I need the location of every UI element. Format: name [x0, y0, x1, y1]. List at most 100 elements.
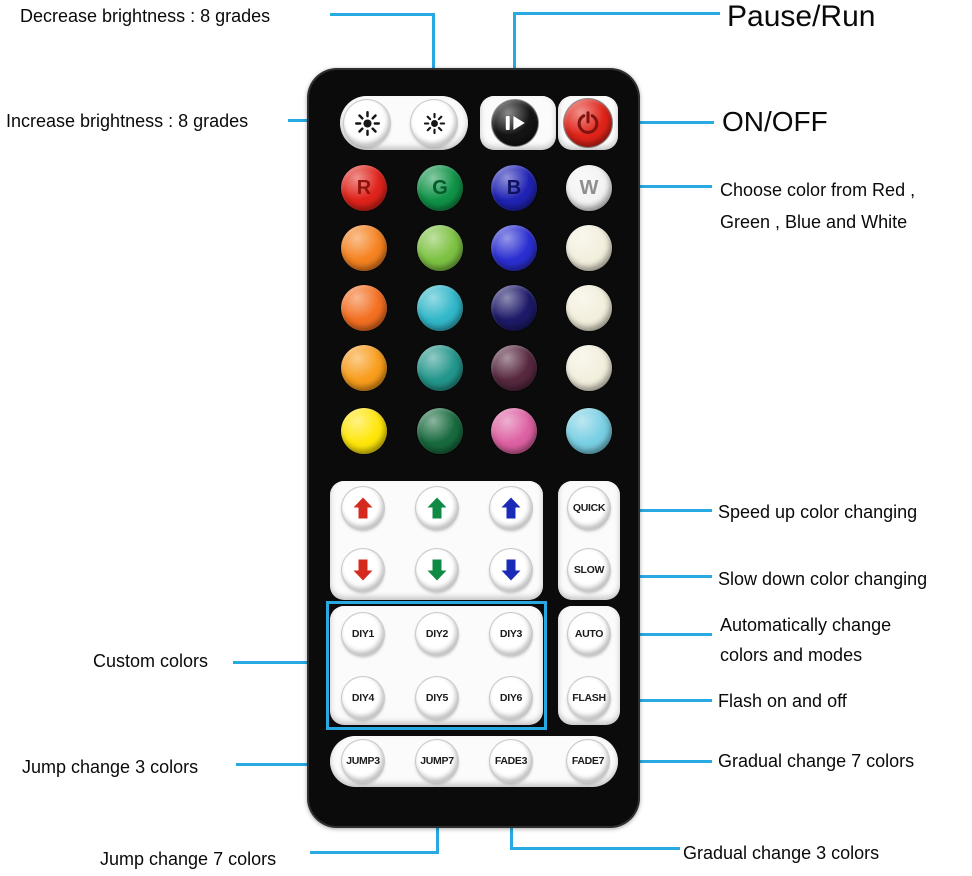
color-button-r4c3[interactable] — [491, 345, 537, 391]
annotation-gradual-7: Gradual change 7 colors — [718, 751, 915, 771]
annotation-choose-color-line1: Choose color from Red , — [720, 180, 916, 200]
leader-line-slow-h — [614, 575, 712, 578]
slow-button[interactable]: SLOW — [568, 549, 610, 591]
mode-panel: AUTO FLASH — [558, 606, 620, 725]
leader-line-fade7-h — [614, 760, 712, 763]
color-button-r4c1[interactable] — [341, 345, 387, 391]
leader-line-jump7-h — [310, 851, 439, 854]
brightness-decrease-button[interactable] — [411, 100, 457, 146]
leader-line-quick-h — [614, 509, 712, 512]
power-icon — [574, 109, 602, 137]
color-button-r3c1[interactable] — [341, 285, 387, 331]
auto-button[interactable]: AUTO — [568, 613, 610, 655]
color-button-r3c3[interactable] — [491, 285, 537, 331]
leader-line-fade3-h — [510, 847, 680, 850]
color-button-r4c2[interactable] — [417, 345, 463, 391]
diy1-button[interactable]: DIY1 — [342, 613, 384, 655]
speed-panel: QUICK SLOW — [558, 481, 620, 600]
color-button-r2c3[interactable] — [491, 225, 537, 271]
color-button-r3c2[interactable] — [417, 285, 463, 331]
slow-button-label: SLOW — [573, 564, 605, 576]
annotation-gradual-3: Gradual change 3 colors — [683, 843, 880, 863]
annotation-flash: Flash on and off — [718, 691, 847, 711]
quick-button-label: QUICK — [572, 502, 606, 514]
green-up-button[interactable] — [416, 487, 458, 529]
color-button-red[interactable]: R — [341, 165, 387, 211]
diy6-button[interactable]: DIY6 — [490, 677, 532, 719]
annotation-decrease-brightness: Decrease brightness : 8 grades — [20, 6, 271, 26]
color-button-r2c1[interactable] — [341, 225, 387, 271]
jump7-button[interactable]: JUMP7 — [416, 740, 458, 782]
brightness-increase-button[interactable] — [344, 100, 390, 146]
color-button-r5c1[interactable] — [341, 408, 387, 454]
color-button-white[interactable]: W — [566, 165, 612, 211]
color-button-blue[interactable]: B — [491, 165, 537, 211]
leader-line-onoff-h — [610, 121, 714, 124]
diy2-button[interactable]: DIY2 — [416, 613, 458, 655]
annotation-auto-line1: Automatically change — [720, 615, 892, 635]
color-button-r3c4[interactable] — [566, 285, 612, 331]
color-button-r2c2[interactable] — [417, 225, 463, 271]
diy-panel: DIY1 DIY2 DIY3 DIY4 DIY5 DIY6 — [330, 606, 543, 725]
annotation-pause-run: Pause/Run — [727, 0, 876, 33]
annotation-speed-up: Speed up color changing — [718, 502, 918, 522]
arrow-up-icon — [425, 495, 449, 521]
diy4-button[interactable]: DIY4 — [342, 677, 384, 719]
pause-panel — [480, 96, 556, 150]
custom-colors-highlight-box — [326, 601, 547, 730]
red-up-button[interactable] — [342, 487, 384, 529]
color-button-r5c3[interactable] — [491, 408, 537, 454]
fade7-button[interactable]: FADE7 — [567, 740, 609, 782]
annotation-choose-color-line2: Green , Blue and White — [720, 212, 908, 232]
leader-line-auto-h — [614, 633, 712, 636]
arrow-up-icon — [351, 495, 375, 521]
blue-down-button[interactable] — [490, 549, 532, 591]
annotation-slow-down: Slow down color changing — [718, 569, 928, 589]
leader-line-flash-h — [614, 699, 712, 702]
arrow-down-icon — [499, 557, 523, 583]
play-pause-icon — [502, 110, 528, 136]
color-button-r2c4[interactable] — [566, 225, 612, 271]
quick-button[interactable]: QUICK — [568, 487, 610, 529]
blue-up-button[interactable] — [490, 487, 532, 529]
color-button-label: W — [579, 177, 599, 199]
annotation-jump-3: Jump change 3 colors — [22, 757, 199, 777]
leader-line-choose-color-h — [613, 185, 712, 188]
diy5-button[interactable]: DIY5 — [416, 677, 458, 719]
leader-line-pause-h — [513, 12, 720, 15]
power-panel — [558, 96, 618, 150]
color-button-r5c2[interactable] — [417, 408, 463, 454]
diy3-button[interactable]: DIY3 — [490, 613, 532, 655]
arrows-panel — [330, 481, 543, 600]
diy2-button-label: DIY2 — [425, 628, 449, 640]
annotation-jump-7: Jump change 7 colors — [100, 849, 277, 869]
sun-bright-icon — [354, 110, 381, 137]
jump3-button[interactable]: JUMP3 — [342, 740, 384, 782]
leader-line-jump3-h — [236, 763, 345, 766]
bottom-panel: JUMP3 JUMP7 FADE3 FADE7 — [330, 736, 618, 787]
color-button-r4c4[interactable] — [566, 345, 612, 391]
red-down-button[interactable] — [342, 549, 384, 591]
annotation-increase-brightness: Increase brightness : 8 grades — [6, 111, 249, 131]
auto-button-label: AUTO — [574, 628, 604, 640]
diy6-button-label: DIY6 — [499, 692, 523, 704]
power-button[interactable] — [564, 99, 612, 147]
pause-run-button[interactable] — [492, 100, 538, 146]
color-button-r5c4[interactable] — [566, 408, 612, 454]
remote-control: R G B W QUICK SLOW — [307, 68, 640, 828]
annotation-on-off: ON/OFF — [722, 106, 828, 137]
diy1-button-label: DIY1 — [351, 628, 375, 640]
color-button-label: R — [356, 177, 372, 199]
arrow-down-icon — [425, 557, 449, 583]
leader-line-pause-v — [513, 12, 516, 112]
fade3-button[interactable]: FADE3 — [490, 740, 532, 782]
color-button-green[interactable]: G — [417, 165, 463, 211]
color-button-label: G — [432, 177, 448, 199]
jump3-button-label: JUMP3 — [346, 755, 380, 767]
flash-button-label: FLASH — [572, 692, 606, 704]
diy4-button-label: DIY4 — [351, 692, 375, 704]
brightness-panel — [340, 96, 468, 150]
green-down-button[interactable] — [416, 549, 458, 591]
flash-button[interactable]: FLASH — [568, 677, 610, 719]
jump7-button-label: JUMP7 — [420, 755, 454, 767]
